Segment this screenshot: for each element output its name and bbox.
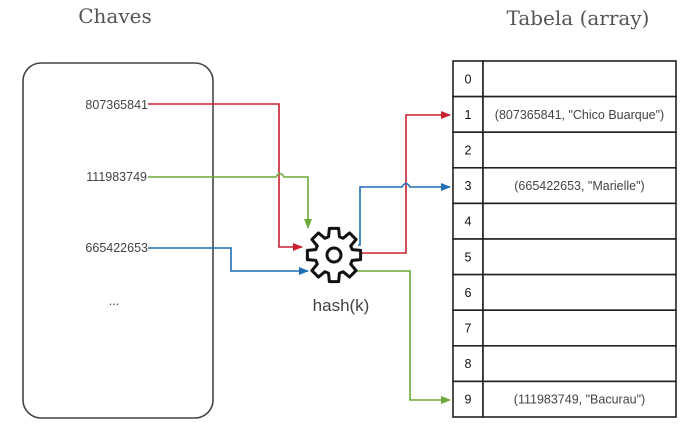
entry-text: (111983749, "Bacurau")	[514, 393, 645, 407]
table-row-4: 4	[452, 202, 677, 240]
value-cell	[482, 273, 677, 312]
keys-title: Chaves	[78, 4, 152, 28]
index-label: 9	[465, 393, 472, 407]
keys-box	[22, 62, 214, 419]
table-row-6: 6	[452, 273, 677, 312]
index-cell	[452, 344, 484, 383]
key-ellipsis: ...	[109, 294, 119, 308]
value-cell	[482, 131, 677, 169]
arrow-key-blue	[148, 247, 309, 275]
index-label: 5	[465, 250, 472, 264]
key-665422653: 665422653	[85, 241, 148, 255]
arrow-hash-green	[354, 270, 451, 404]
entry-text: (807365841, "Chico Buarque")	[495, 108, 664, 122]
arrow-key-red	[148, 103, 303, 251]
table-row-2: 2	[452, 131, 677, 169]
gear-icon	[305, 226, 363, 284]
value-cell	[482, 344, 677, 383]
table-row-1: 1 (807365841, "Chico Buarque")	[452, 95, 677, 133]
index-label: 7	[465, 322, 472, 336]
index-cell	[452, 167, 484, 205]
value-cell	[482, 202, 677, 240]
table-row-0: 0	[452, 60, 677, 98]
table-row-7: 7	[452, 309, 677, 347]
value-cell	[482, 60, 677, 98]
index-label: 2	[465, 144, 472, 158]
value-cell	[482, 95, 677, 133]
table-row-8: 8	[452, 344, 677, 383]
index-label: 3	[465, 179, 472, 193]
value-cell	[482, 167, 677, 205]
hash-label: hash(k)	[313, 296, 370, 315]
index-label: 4	[465, 215, 472, 229]
table-row-5: 5	[452, 238, 677, 276]
value-cell	[482, 238, 677, 276]
table-title: Tabela (array)	[507, 6, 650, 30]
arrow-key-green	[148, 172, 312, 229]
value-cell	[482, 380, 677, 418]
entry-text: (665422653, "Marielle")	[514, 179, 644, 193]
hash-table: 0 1 (807365841, "Chico Buarque") 2 3 (6654226…	[452, 60, 677, 418]
table-row-9: 9 (111983749, "Bacurau")	[452, 380, 677, 418]
value-cell	[482, 309, 677, 347]
index-label: 1	[465, 108, 472, 122]
index-label: 0	[465, 72, 472, 86]
key-807365841: 807365841	[85, 98, 148, 112]
key-111983749: 111983749	[86, 170, 147, 184]
arrow-hash-blue	[358, 182, 451, 246]
table-row-3: 3 (665422653, "Marielle")	[452, 167, 677, 205]
index-label: 8	[465, 357, 472, 371]
index-label: 6	[465, 286, 472, 300]
